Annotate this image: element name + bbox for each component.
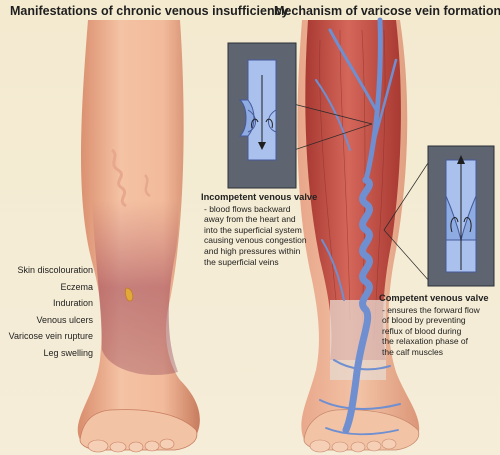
venous-ulcer (125, 287, 134, 302)
ankle-tendons (330, 300, 386, 380)
vein-network (315, 17, 401, 436)
manifestation-label: Induration (52, 298, 93, 309)
callout-heading: Competent venous valve (379, 293, 489, 303)
callout-heading: Incompetent venous valve (201, 192, 318, 202)
skin-discolouration-area (92, 200, 179, 376)
competent-valve-callout: Competent venous valve - ensures the for… (379, 293, 497, 358)
incompetent-valve-callout: Incompetent venous valve - blood flows b… (201, 192, 321, 267)
right-leg (269, 17, 431, 453)
callout-body: - blood flows backward away from the hea… (204, 203, 307, 267)
incompetent-valve-inset (227, 42, 297, 189)
right-panel-title: Mechanism of varicose vein formation (274, 4, 500, 18)
manifestation-label: Venous ulcers (36, 314, 93, 325)
manifestations-list: Skin discolouration Eczema Induration Ve… (0, 262, 93, 362)
manifestation-label: Varicose vein rupture (8, 331, 93, 342)
left-panel-title: Manifestations of chronic venous insuffi… (10, 4, 289, 18)
surface-varicose-vein (110, 148, 127, 208)
manifestation-label: Skin discolouration (17, 265, 93, 275)
left-leg (77, 20, 200, 453)
manifestation-label: Eczema (60, 281, 93, 292)
callout-body: - ensures the forward flow of blood by p… (382, 304, 480, 357)
competent-valve-inset (427, 145, 495, 287)
manifestation-label: Leg swelling (43, 347, 93, 358)
